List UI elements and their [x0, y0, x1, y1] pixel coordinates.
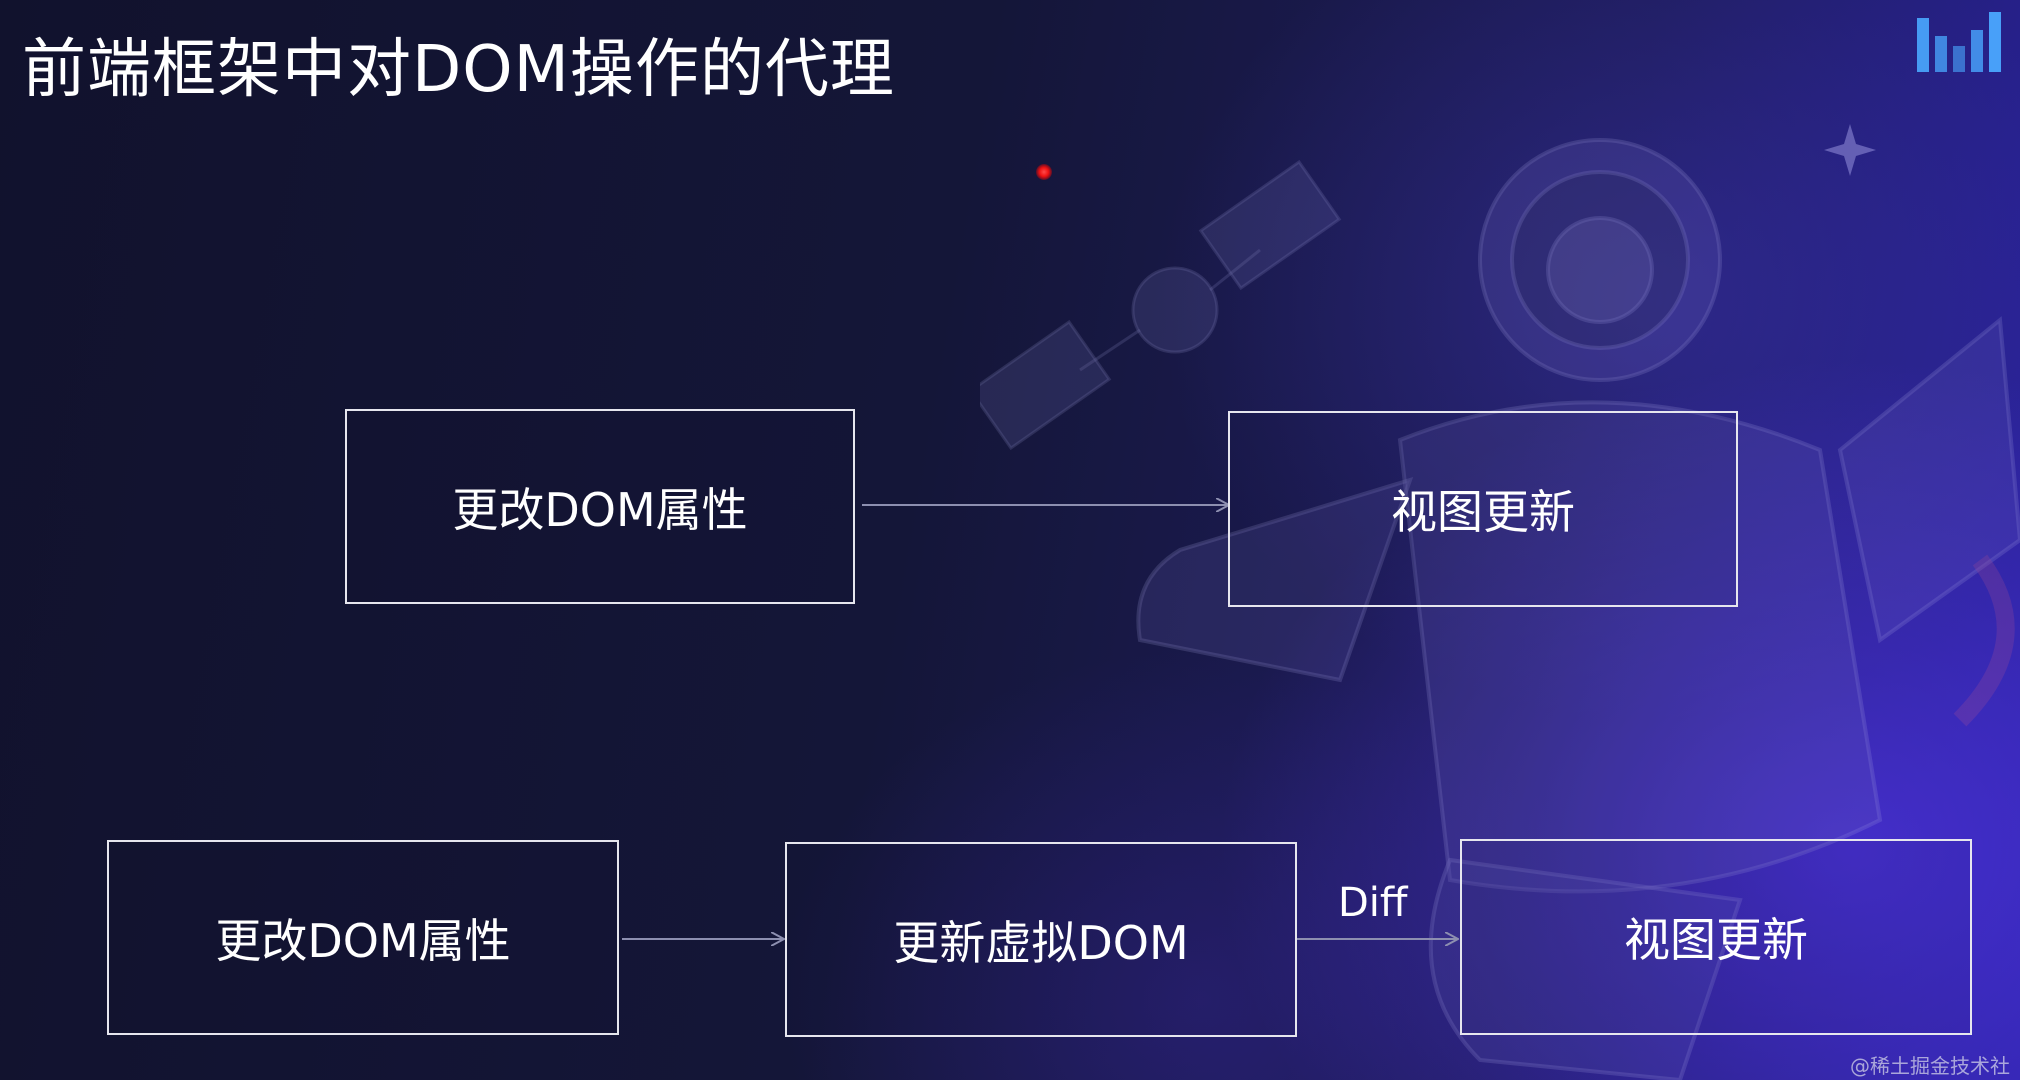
box-update-virtual-dom: 更新虚拟DOM: [785, 842, 1297, 1037]
page-title: 前端框架中对DOM操作的代理: [22, 33, 895, 107]
box-change-dom-attr-direct: 更改DOM属性: [345, 409, 855, 604]
box-label: 视图更新: [1391, 485, 1575, 539]
watermark: @稀土掘金技术社区: [1850, 1054, 2010, 1078]
box-view-update-virtual: 视图更新: [1460, 839, 1972, 1035]
laser-pointer-dot: [1036, 164, 1052, 180]
satellite-illustration: [980, 159, 1342, 451]
box-label: 更改DOM属性: [452, 482, 748, 537]
box-view-update-direct: 视图更新: [1228, 411, 1738, 607]
star-icon: [1824, 124, 1876, 176]
astronaut-illustration: [980, 138, 2020, 1080]
box-label: 更改DOM属性: [215, 913, 511, 968]
box-label: 更新虚拟DOM: [893, 915, 1189, 970]
box-change-dom-attr-virtual: 更改DOM属性: [107, 840, 619, 1035]
brand-logo-icon: [1917, 12, 2001, 72]
edge-label-diff: Diff: [1338, 880, 1408, 926]
box-label: 视图更新: [1624, 913, 1808, 967]
